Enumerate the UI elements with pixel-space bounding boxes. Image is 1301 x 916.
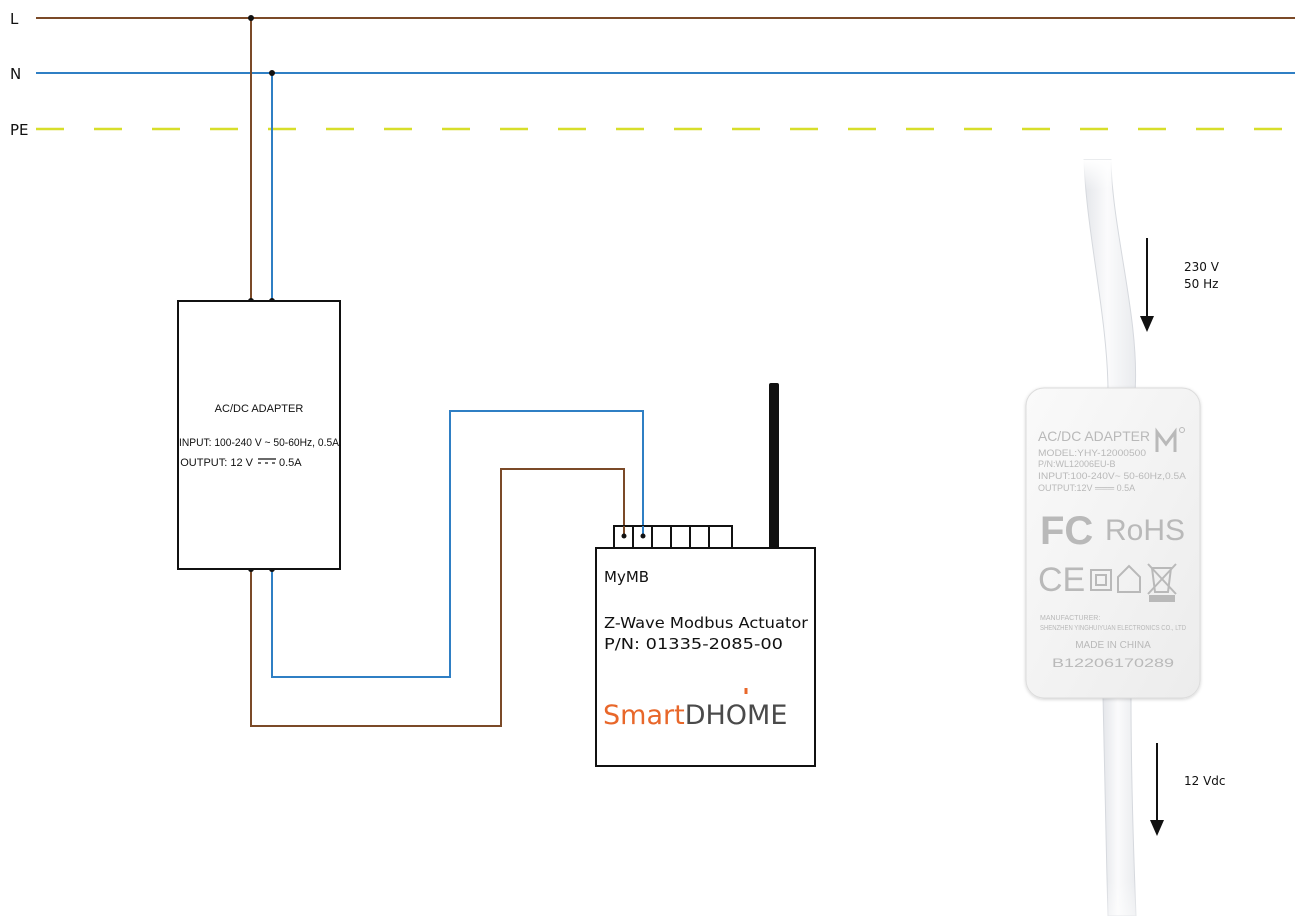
photo-manufacturer: SHENZHEN YINGHUIYUAN ELECTRONICS CO., LT…: [1040, 625, 1186, 632]
dc-positive-wire: [271, 410, 644, 678]
adapter-output-suffix: 0.5A: [279, 457, 302, 469]
input-frequency: 50 Hz: [1184, 277, 1218, 291]
terminal-block: [613, 525, 733, 549]
mymb-name: MyMB: [604, 568, 649, 586]
photo-output: OUTPUT:12V ═══ 0.5A: [1038, 483, 1135, 493]
antenna-icon: [769, 383, 779, 549]
terminal-screw: [640, 533, 646, 539]
fc-mark: FC: [1040, 509, 1093, 553]
photo-pn: P/N:WL12006EU-B: [1038, 459, 1116, 469]
adapter-output-prefix: OUTPUT: 12 V: [180, 457, 253, 469]
dc-negative-wire: [250, 468, 625, 727]
logo-text: SmartDHOME: [603, 700, 787, 731]
junction-dot: [248, 15, 254, 21]
smartdhome-logo: SmartDHOME: [603, 688, 787, 731]
photo-manufacturer-heading: MANUFACTURER:: [1040, 615, 1100, 622]
photo-model: MODEL:YHY-12000500: [1038, 448, 1146, 458]
down-arrow-icon: [1140, 316, 1154, 332]
photo-title: AC/DC ADAPTER: [1038, 428, 1150, 444]
output-cable: [1102, 695, 1137, 916]
adapter-box: [177, 300, 341, 570]
rail-label-l: L: [10, 10, 19, 28]
brand-logo-icon: [1155, 427, 1185, 452]
supply-rails: L N PE: [10, 10, 1295, 139]
ce-mark: CE: [1038, 561, 1085, 599]
output-voltage: 12 Vdc: [1184, 774, 1226, 788]
rohs-mark: RoHS: [1105, 514, 1185, 547]
terminal-4: [670, 525, 691, 549]
mymb-device: MyMB Z-Wave Modbus Actuator P/N: 01335-2…: [595, 383, 816, 767]
terminal-3: [651, 525, 672, 549]
adapter-title: AC/DC ADAPTER: [215, 403, 304, 415]
input-voltage: 230 V: [1184, 260, 1220, 274]
mymb-box: [595, 547, 816, 767]
input-annotation: 230 V 50 Hz: [1140, 238, 1220, 332]
wires: [250, 18, 644, 727]
adapter-photo: AC/DC ADAPTER MODEL:YHY-12000500 P/N:WL1…: [1025, 159, 1201, 916]
logo-dhome: DHOME: [685, 700, 788, 731]
terminal-screw: [621, 533, 627, 539]
dc-symbol-icon: [258, 458, 276, 464]
terminal-5: [689, 525, 710, 549]
adapter-body: [1025, 387, 1201, 699]
double-insulation-icon: [1090, 569, 1112, 591]
adapter-block: AC/DC ADAPTER INPUT: 100-240 V ~ 50-60Hz…: [177, 300, 341, 570]
mymb-part-number: P/N: 01335-2085-00: [604, 635, 783, 653]
down-arrow-icon: [1150, 820, 1164, 836]
indoor-use-icon: [1117, 564, 1141, 593]
rail-label-pe: PE: [10, 121, 29, 139]
cable-fade: [1080, 160, 1116, 190]
output-annotation: 12 Vdc: [1150, 743, 1226, 836]
junction-dot: [269, 70, 275, 76]
weee-bin-icon: [1147, 563, 1177, 602]
photo-made-in: MADE IN CHINA: [1075, 640, 1151, 651]
photo-input: INPUT:100-240V~ 50-60Hz,0.5A: [1038, 471, 1186, 481]
terminal-6: [708, 525, 733, 549]
adapter-input-spec: INPUT: 100-240 V ~ 50-60Hz, 0.5A: [179, 437, 340, 449]
photo-serial: B12206170289: [1052, 656, 1174, 670]
logo-smart: Smart: [603, 700, 685, 731]
rail-label-n: N: [10, 65, 21, 83]
cable-fade: [1100, 880, 1140, 916]
mymb-product: Z-Wave Modbus Actuator: [604, 614, 809, 632]
input-cable: [1083, 159, 1137, 393]
